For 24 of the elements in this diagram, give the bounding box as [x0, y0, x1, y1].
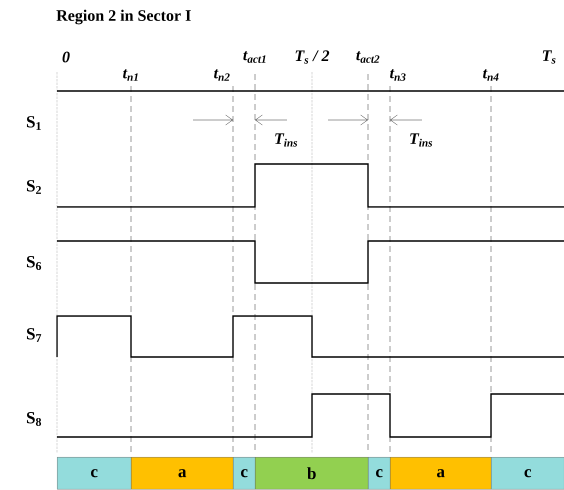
- time-label: 0: [62, 52, 70, 62]
- segment-box: c: [233, 457, 256, 490]
- signal-name: S$_{8}$: [26, 412, 42, 426]
- segment-box: c: [368, 457, 390, 490]
- segment-box: a: [131, 457, 234, 490]
- time-label: t$_{n1}$: [123, 69, 138, 81]
- time-label: t$_{n2}$: [214, 69, 230, 81]
- signal-name: S$_{2}$: [26, 180, 41, 194]
- segment-box: a: [390, 457, 492, 490]
- dimension-label: T$_{ins}$: [410, 133, 432, 147]
- time-label: T$_{s}$: [542, 50, 556, 64]
- dimension-label: T$_{ins}$: [275, 133, 298, 147]
- segment-box: b: [255, 457, 368, 490]
- title: Region 2 in Sector I: [56, 10, 191, 24]
- segment-box: c: [491, 457, 564, 490]
- segment-box: c: [57, 457, 132, 490]
- time-label: t$_{n4}$: [483, 69, 499, 81]
- signal-name: S$_{6}$: [26, 256, 42, 270]
- signal-name: S$_{1}$: [26, 116, 41, 130]
- signal-name: S$_{7}$: [26, 328, 42, 342]
- time-label: t$_{act2}$: [356, 51, 380, 63]
- time-label: t$_{act1}$: [243, 51, 266, 63]
- time-label: t$_{n3}$: [390, 69, 406, 81]
- time-label: T$_{s}$ / 2: [296, 50, 330, 64]
